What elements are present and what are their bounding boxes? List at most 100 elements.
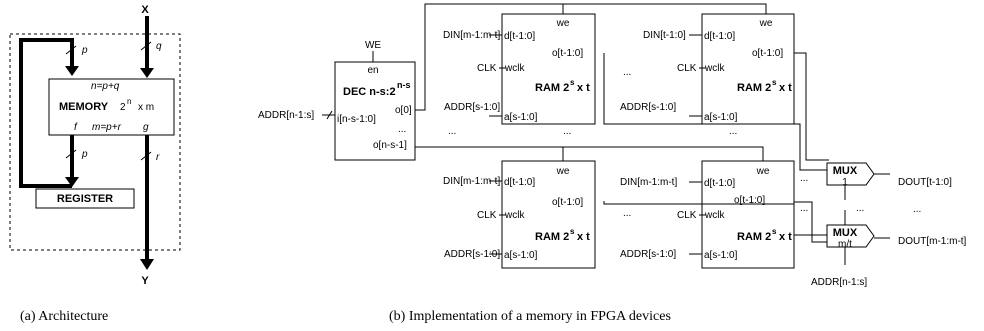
wire-ram-tr-out (794, 52, 829, 161)
m-p-r-label: m=p+r (92, 122, 122, 133)
svg-text:o[0]: o[0] (395, 105, 412, 116)
dout-high-label: DOUT[m-1:m-t] (898, 236, 967, 247)
wire-ram-bl-out (603, 201, 829, 236)
svg-text:we: we (756, 166, 770, 177)
fpga-diagram: WE en DEC n-s:2 n-s i[n-s-1:0] o[0] ... … (258, 3, 967, 288)
svg-text:o[t-1:0]: o[t-1:0] (552, 197, 583, 208)
svg-text:s: s (570, 78, 575, 87)
svg-text:x m: x m (138, 102, 154, 113)
feedback-loop (19, 38, 74, 188)
register-block (35, 188, 135, 209)
x-input-label: X (141, 4, 149, 16)
svg-text:MUX: MUX (833, 227, 858, 239)
ram-top-left (501, 13, 596, 125)
svg-text:...: ... (800, 173, 808, 184)
svg-text:...: ... (398, 124, 406, 135)
svg-text:CLK: CLK (677, 63, 697, 74)
svg-text:...: ... (800, 203, 808, 214)
svg-text:...: ... (448, 126, 456, 137)
n-p-q-label: n=p+q (91, 81, 120, 92)
feedback-arrowhead (65, 66, 79, 76)
svg-text:...: ... (623, 67, 631, 78)
svg-text:a[s-1:0]: a[s-1:0] (704, 112, 738, 123)
we-input-label: WE (365, 40, 381, 51)
svg-text:a[s-1:0]: a[s-1:0] (504, 250, 538, 261)
svg-text:s: s (570, 227, 575, 236)
svg-text:wclk: wclk (504, 63, 525, 74)
svg-text:RAM 2: RAM 2 (535, 231, 569, 243)
mux-1 (826, 162, 875, 186)
y-output-label: Y (141, 275, 149, 287)
x-arrowhead (140, 68, 154, 78)
addr-top-label: ADDR[n-1:s] (258, 110, 314, 121)
caption-fpga-implementation: (b) Implementation of a memory in FPGA d… (389, 309, 671, 324)
svg-text:CLK: CLK (477, 210, 497, 221)
memory-title: MEMORY (59, 101, 109, 113)
svg-text:wclk: wclk (504, 210, 525, 221)
svg-text:x t: x t (577, 82, 590, 94)
ram-bottom-left (501, 160, 596, 269)
svg-text:d[t-1:0]: d[t-1:0] (704, 178, 735, 189)
svg-text:n: n (127, 97, 131, 106)
svg-text:s: s (772, 78, 777, 87)
p-label-top: p (81, 45, 88, 56)
svg-text:CLK: CLK (677, 210, 697, 221)
svg-text:...: ... (623, 208, 631, 219)
r-label: r (156, 152, 160, 163)
wire-ram-tl-out (603, 53, 829, 171)
svg-text:1: 1 (842, 177, 848, 188)
register-title: REGISTER (57, 193, 113, 205)
svg-text:DIN[m-1:m-t]: DIN[m-1:m-t] (620, 177, 677, 188)
svg-text:a[s-1:0]: a[s-1:0] (504, 112, 538, 123)
decoder-block (334, 61, 416, 161)
svg-text:...: ... (563, 126, 571, 137)
p-label-bottom: p (81, 149, 88, 160)
svg-text:DIN[m-1:m-t]: DIN[m-1:m-t] (443, 176, 500, 187)
svg-text:d[t-1:0]: d[t-1:0] (504, 177, 535, 188)
svg-text:d[t-1:0]: d[t-1:0] (704, 31, 735, 42)
y-arrowhead (140, 259, 154, 270)
svg-text:x t: x t (779, 231, 792, 243)
svg-text:we: we (759, 18, 773, 29)
g-label: g (143, 122, 149, 133)
addr-bottom-label: ADDR[n-1:s] (811, 277, 867, 288)
svg-text:ADDR[s-1:0]: ADDR[s-1:0] (620, 249, 676, 260)
svg-text:2: 2 (120, 102, 126, 113)
svg-text:o[t-1:0]: o[t-1:0] (734, 195, 765, 206)
svg-text:m/t: m/t (838, 239, 852, 250)
svg-text:s: s (772, 227, 777, 236)
svg-text:RAM 2: RAM 2 (737, 82, 771, 94)
svg-text:d[t-1:0]: d[t-1:0] (504, 31, 535, 42)
architecture-boundary (9, 33, 181, 251)
q-label: q (156, 41, 162, 52)
svg-text:RAM 2: RAM 2 (535, 82, 569, 94)
architecture-diagram: X q p n=p+q MEMORY 2 n x m f m=p+r g p R… (9, 4, 181, 287)
memory-block (48, 78, 175, 136)
svg-text:en: en (367, 65, 378, 76)
decoder-title: DEC n-s:2 (343, 86, 396, 98)
svg-text:we: we (556, 18, 570, 29)
svg-text:MUX: MUX (833, 165, 858, 177)
wire-ram-br-out (794, 201, 829, 243)
svg-text:RAM 2: RAM 2 (737, 231, 771, 243)
svg-text:i[n-s-1:0]: i[n-s-1:0] (337, 114, 376, 125)
svg-text:we: we (556, 166, 570, 177)
caption-architecture: (a) Architecture (20, 309, 108, 324)
svg-text:n-s: n-s (397, 80, 411, 90)
svg-text:o[t-1:0]: o[t-1:0] (552, 48, 583, 59)
svg-text:o[t-1:0]: o[t-1:0] (752, 48, 783, 59)
svg-text:CLK: CLK (477, 63, 497, 74)
svg-text:DIN[t-1:0]: DIN[t-1:0] (643, 30, 686, 41)
svg-text:x t: x t (779, 82, 792, 94)
svg-text:wclk: wclk (704, 63, 725, 74)
svg-text:DIN[m-1:m-t]: DIN[m-1:m-t] (443, 30, 500, 41)
svg-text:ADDR[s-1:0]: ADDR[s-1:0] (444, 102, 500, 113)
dout-low-label: DOUT[t-1:0] (898, 177, 952, 188)
svg-text:wclk: wclk (704, 210, 725, 221)
svg-text:...: ... (913, 204, 921, 215)
svg-text:x t: x t (577, 231, 590, 243)
svg-text:o[n-s-1]: o[n-s-1] (373, 140, 407, 151)
svg-text:...: ... (729, 126, 737, 137)
svg-text:ADDR[s-1:0]: ADDR[s-1:0] (444, 249, 500, 260)
